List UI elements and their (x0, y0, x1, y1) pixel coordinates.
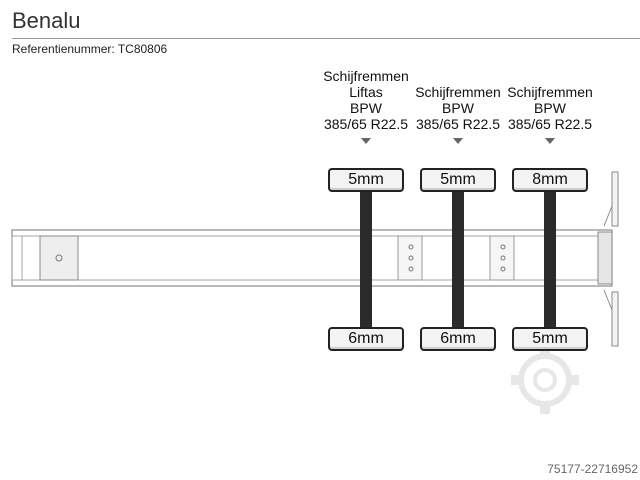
reference-number: Referentienummer: TC80806 (12, 42, 168, 56)
triangle-down-icon (453, 138, 463, 144)
axle-3-tyre-size: 385/65 R22.5 (507, 116, 593, 132)
axle-1-shaft (360, 188, 372, 328)
axle-1-lift: Liftas (349, 84, 383, 100)
axle-1-info: Schijfremmen Liftas BPW 385/65 R22.5 (318, 68, 414, 132)
axle-2-tyre-right: 6mm (420, 327, 496, 351)
kingpin-icon (55, 254, 63, 262)
axle-1-tyre-size: 385/65 R22.5 (323, 116, 409, 132)
axle-2-tyre-size: 385/65 R22.5 (415, 116, 501, 132)
kingpin-plate (39, 235, 79, 281)
axle-2-shaft (452, 188, 464, 328)
axle-1-tyre-right: 6mm (328, 327, 404, 351)
rear-bracket-top (603, 205, 613, 227)
bolt-icon (500, 266, 506, 272)
axle-2-info: Schijfremmen BPW 385/65 R22.5 (410, 84, 506, 132)
axle-2-brand: BPW (442, 100, 474, 116)
axle-1-tyre-left: 5mm (328, 168, 404, 192)
title-divider (12, 38, 640, 39)
axle-2-tyre-left: 5mm (420, 168, 496, 192)
axle-1-brake: Schijfremmen (323, 68, 409, 84)
bolt-icon (408, 255, 414, 261)
page-title: Benalu (12, 8, 81, 33)
axle-3-brake: Schijfremmen (507, 84, 593, 100)
bolt-icon (500, 255, 506, 261)
axle-1-brand: BPW (350, 100, 382, 116)
gear-watermark-icon (511, 346, 579, 414)
rear-bracket-bottom (603, 289, 613, 311)
cross-member-2 (489, 235, 515, 281)
bolt-icon (500, 244, 506, 250)
listing-id: 75177-22716952 (547, 462, 638, 476)
triangle-down-icon (361, 138, 371, 144)
axle-3-shaft (544, 188, 556, 328)
axle-3-info: Schijfremmen BPW 385/65 R22.5 (502, 84, 598, 132)
axle-3-tyre-right: 5mm (512, 327, 588, 351)
axle-3-tyre-left: 8mm (512, 168, 588, 192)
rear-light-top (611, 171, 619, 227)
chassis-frame (11, 229, 613, 287)
cross-member-1 (397, 235, 423, 281)
bolt-icon (408, 266, 414, 272)
rear-bumper (597, 231, 613, 285)
rear-light-bottom (611, 291, 619, 347)
bolt-icon (408, 244, 414, 250)
axle-3-brand: BPW (534, 100, 566, 116)
triangle-down-icon (545, 138, 555, 144)
axle-2-brake: Schijfremmen (415, 84, 501, 100)
